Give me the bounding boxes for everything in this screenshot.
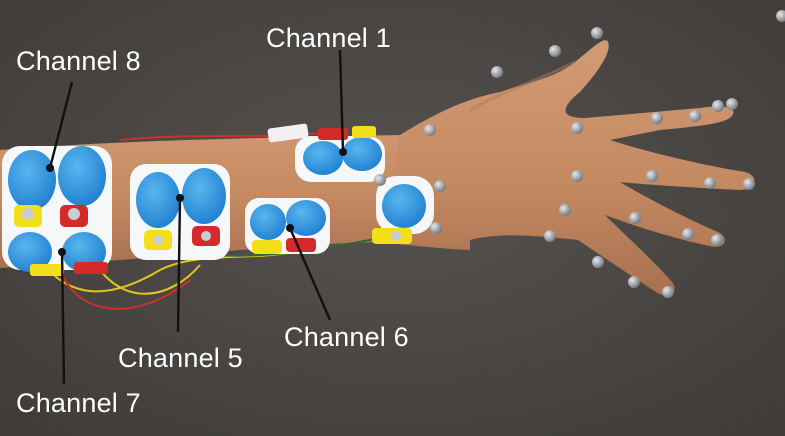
leader-line-ch7 — [60, 251, 66, 385]
leader-line-ch6 — [288, 227, 332, 321]
leader-line-ch1 — [338, 49, 345, 153]
leader-lines — [48, 49, 345, 385]
hand — [380, 40, 755, 296]
label-channel-5: Channel 5 — [118, 343, 243, 373]
leader-dots — [46, 148, 347, 256]
leader-line-ch5 — [176, 197, 182, 333]
label-channel-8: Channel 8 — [16, 46, 141, 76]
label-channel-7: Channel 7 — [16, 388, 141, 418]
label-channel-1: Channel 1 — [266, 23, 391, 53]
electrode-cluster-ch1 — [295, 126, 385, 182]
leader-line-ch8 — [48, 81, 74, 169]
electrode-wrist — [372, 176, 434, 244]
motion-markers — [374, 10, 785, 298]
label-channel-6: Channel 6 — [284, 322, 409, 352]
electrode-cluster-ch8-ch7 — [2, 146, 112, 276]
